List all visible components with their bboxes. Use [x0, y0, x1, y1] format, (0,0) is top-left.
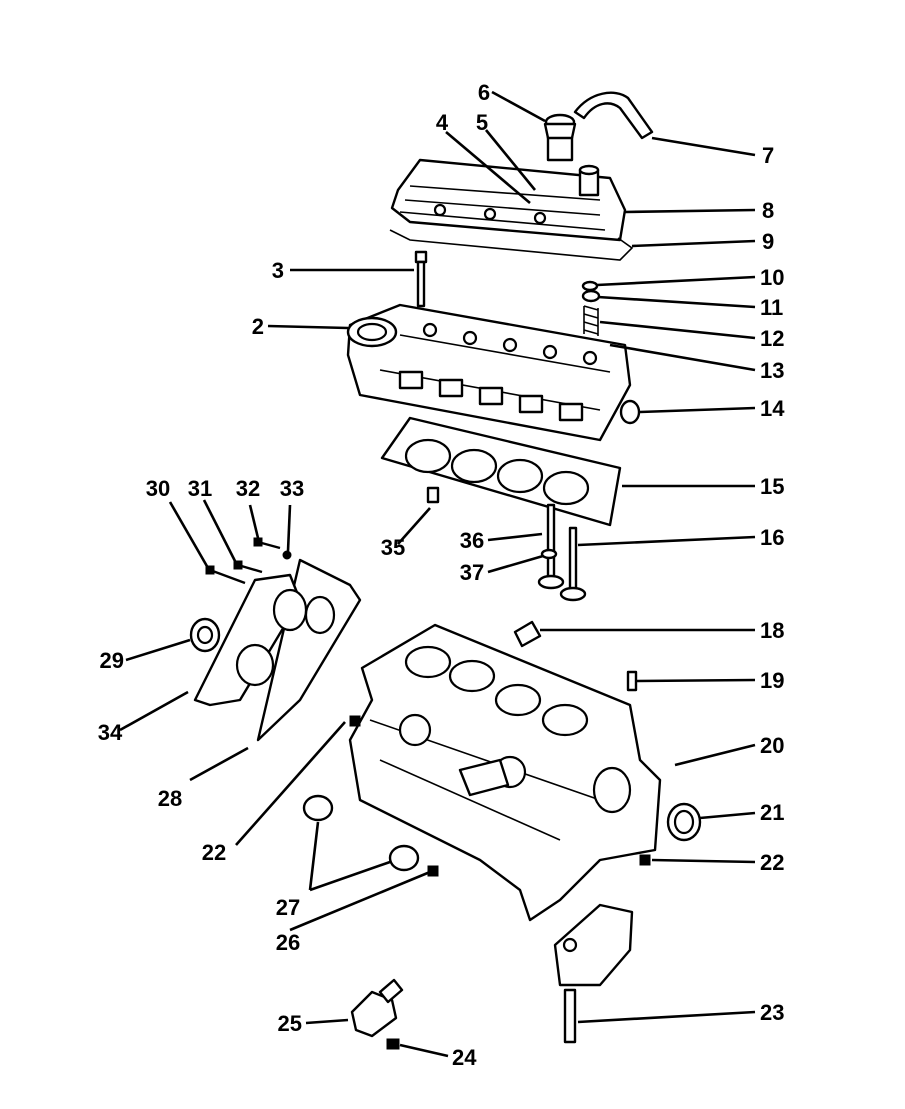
valve-cover [390, 158, 627, 242]
callout-14: 14 [760, 396, 785, 421]
callout-19: 19 [760, 668, 784, 693]
valve-spring-assembly [581, 280, 601, 336]
cylinder-head [346, 303, 632, 442]
callout-2: 2 [252, 314, 264, 339]
callout-28: 28 [158, 786, 182, 811]
callout-11: 11 [760, 295, 783, 320]
callout-31: 31 [188, 476, 212, 501]
drain-plug [427, 865, 439, 877]
dowel-19 [626, 670, 638, 692]
expansion-plug [619, 399, 641, 425]
cylinder-block [348, 623, 662, 922]
callout-7: 7 [762, 143, 774, 168]
dowel-pin [426, 486, 440, 504]
sensor-bolt [386, 1038, 400, 1050]
callout-13: 13 [760, 358, 784, 383]
callout-21: 21 [760, 800, 784, 825]
callout-22-right: 22 [760, 850, 784, 875]
oil-pressure-sensor [513, 620, 542, 648]
callout-12: 12 [760, 326, 784, 351]
callout-15: 15 [760, 474, 784, 499]
callout-5: 5 [476, 110, 488, 135]
callout-26: 26 [276, 930, 300, 955]
head-gasket [380, 416, 622, 527]
main-bearing-cap [553, 903, 634, 1044]
core-plug-2 [388, 844, 420, 872]
leader-lines [119, 90, 756, 1058]
callout-35: 35 [381, 535, 405, 560]
oil-gallery-plug-left [349, 715, 361, 727]
oil-gallery-plug-right [639, 854, 651, 866]
valves [537, 503, 587, 602]
callout-37: 37 [460, 560, 484, 585]
callout-18: 18 [760, 618, 784, 643]
callout-30: 30 [146, 476, 170, 501]
callout-32: 32 [236, 476, 260, 501]
callout-9: 9 [762, 229, 774, 254]
callout-10: 10 [760, 265, 784, 290]
callout-labels: 2 3 4 5 6 7 8 9 10 11 12 13 14 15 16 18 … [98, 80, 785, 1070]
callout-27: 27 [276, 895, 300, 920]
cover-bolts [205, 537, 292, 585]
oil-filler-cap [543, 113, 577, 162]
callout-29: 29 [100, 648, 124, 673]
knock-sensor [350, 978, 404, 1038]
breather-hose [573, 91, 654, 140]
callout-25: 25 [278, 1011, 302, 1036]
callout-6: 6 [478, 80, 490, 105]
callout-3: 3 [272, 258, 284, 283]
callout-23: 23 [760, 1000, 784, 1025]
callout-24: 24 [452, 1045, 477, 1070]
callout-16: 16 [760, 525, 784, 550]
callout-8: 8 [762, 198, 774, 223]
callout-36: 36 [460, 528, 484, 553]
callout-4: 4 [436, 110, 449, 135]
callout-20: 20 [760, 733, 784, 758]
core-plug-1 [302, 794, 334, 822]
timing-cover [193, 558, 362, 742]
callout-34: 34 [98, 720, 123, 745]
valve-cover-gasket [389, 229, 634, 261]
callout-33: 33 [280, 476, 304, 501]
head-bolt [414, 250, 428, 308]
callout-22-left: 22 [202, 840, 226, 865]
